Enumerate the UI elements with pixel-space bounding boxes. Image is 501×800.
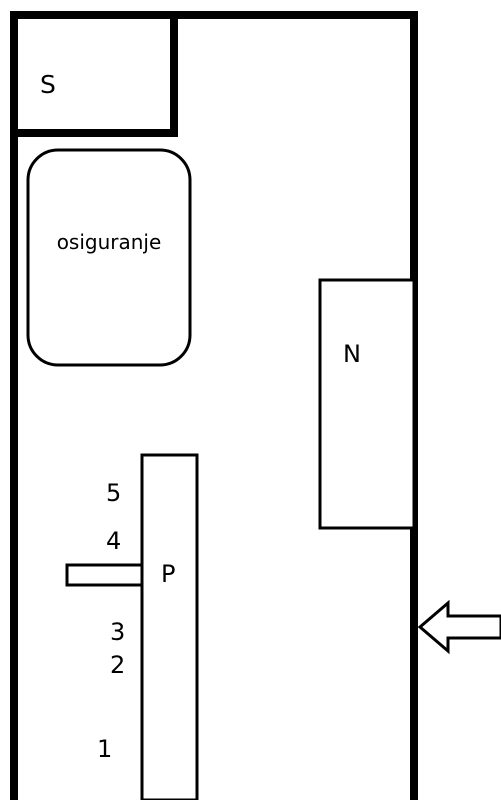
box-s xyxy=(10,11,178,137)
arrow-left-icon xyxy=(417,599,501,655)
position-label: 5 xyxy=(106,479,121,507)
position-label: 4 xyxy=(106,527,121,555)
box-n-label: N xyxy=(343,340,361,368)
bar-p xyxy=(140,453,199,800)
position-label: 1 xyxy=(97,735,112,763)
position-label: 2 xyxy=(110,651,125,679)
bar-p-label: P xyxy=(161,560,175,588)
box-s-label: S xyxy=(40,70,56,99)
insurance-box xyxy=(26,148,192,367)
box-n xyxy=(318,278,416,530)
handle xyxy=(65,563,144,587)
position-label: 3 xyxy=(110,618,125,646)
insurance-label: osiguranje xyxy=(57,230,162,254)
